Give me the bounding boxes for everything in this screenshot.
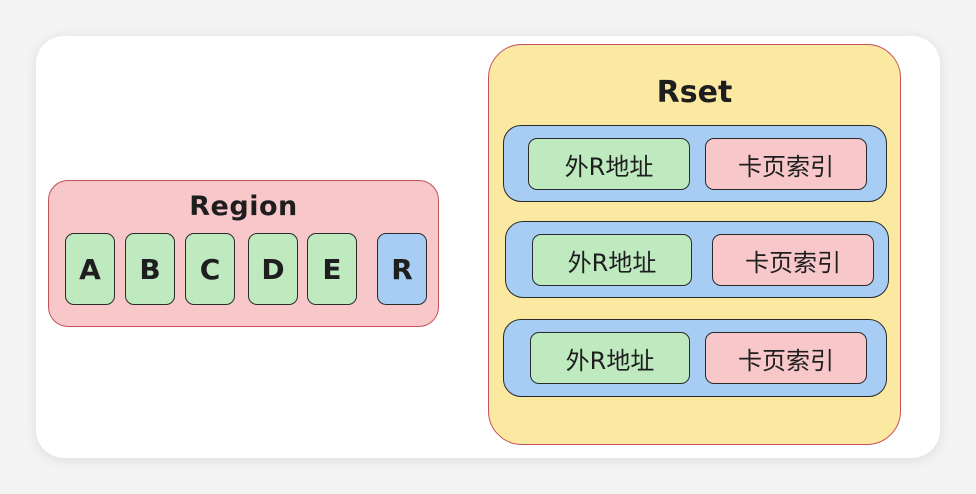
- region-cell-a: A: [65, 233, 115, 305]
- rset-entry-1: 外R地址 卡页索引: [503, 125, 887, 202]
- rset-entry-address: 外R地址: [530, 332, 690, 384]
- rset-title: Rset: [656, 75, 733, 110]
- rset-entry-card-index: 卡页索引: [705, 332, 867, 384]
- rset-entry-address: 外R地址: [532, 234, 692, 286]
- region-title: Region: [189, 191, 298, 222]
- region-cell-r: R: [377, 233, 427, 305]
- rset-entry-address: 外R地址: [528, 138, 690, 190]
- rset-entry-card-index: 卡页索引: [705, 138, 867, 190]
- rset-entry-3: 外R地址 卡页索引: [503, 319, 887, 397]
- region-cell-b: B: [125, 233, 175, 305]
- region-cell-d: D: [248, 233, 298, 305]
- rset-box: Rset 外R地址 卡页索引 外R地址 卡页索引 外R地址 卡页索引: [488, 44, 901, 445]
- region-box: Region A B C D E R: [48, 180, 439, 327]
- region-cell-c: C: [185, 233, 235, 305]
- region-cell-e: E: [307, 233, 357, 305]
- rset-entry-card-index: 卡页索引: [712, 234, 874, 286]
- rset-entry-2: 外R地址 卡页索引: [505, 221, 889, 298]
